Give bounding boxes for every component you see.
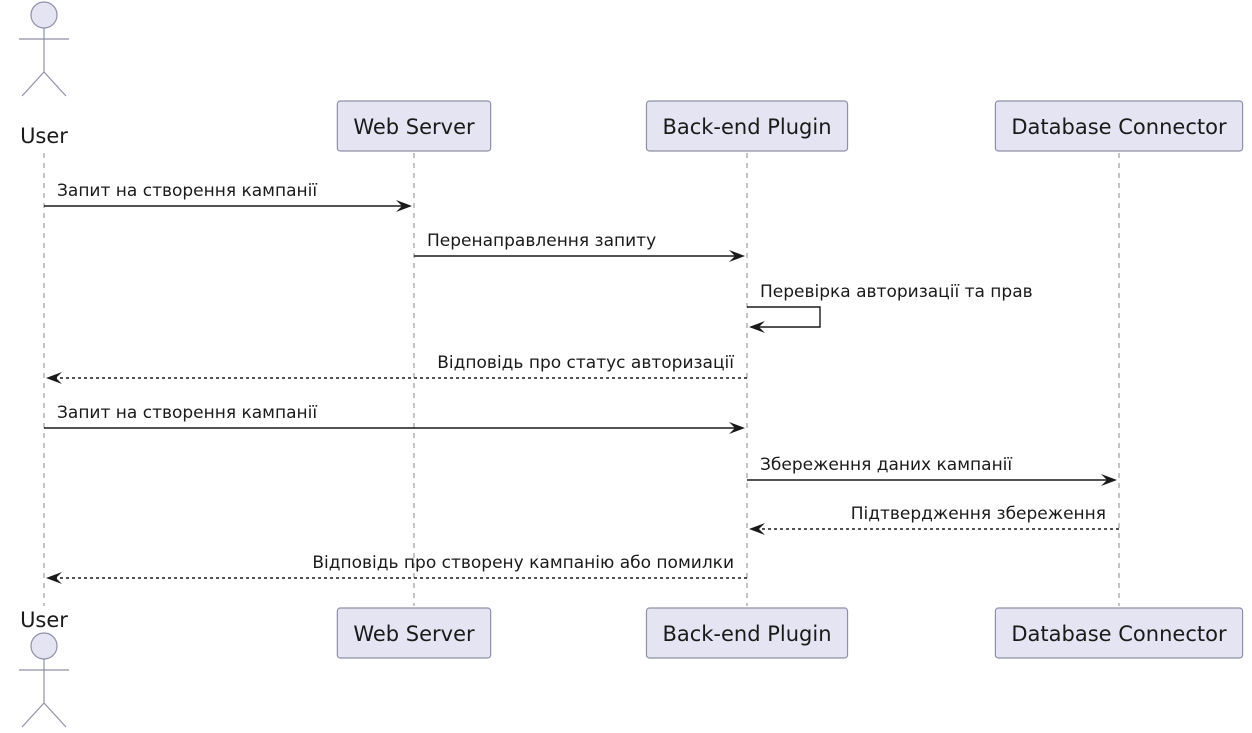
message-8: Відповідь про створену кампанію або поми… bbox=[46, 553, 747, 584]
message-label: Збереження даних кампанії bbox=[760, 455, 1012, 475]
participant-box bbox=[994, 607, 1244, 659]
participant-label: Database Connector bbox=[1011, 622, 1227, 646]
participant-box bbox=[336, 100, 492, 152]
message-3: Перевірка авторизації та прав bbox=[747, 282, 1033, 333]
participant-web-server-bottom: Web Server bbox=[336, 607, 492, 659]
message-6: Збереження даних кампанії bbox=[747, 455, 1117, 486]
message-label: Запит на створення кампанії bbox=[57, 403, 317, 423]
arrow-head-icon bbox=[396, 200, 412, 212]
participant-box bbox=[645, 607, 849, 659]
participant-box bbox=[336, 607, 492, 659]
message-2: Перенаправлення запиту bbox=[414, 231, 745, 262]
message-label: Відповідь про статус авторизації bbox=[437, 353, 734, 373]
participant-database-connector-top: Database Connector bbox=[994, 100, 1244, 152]
actor-head-icon bbox=[30, 632, 58, 660]
message-5: Запит на створення кампанії bbox=[44, 403, 745, 434]
participant-label: Back-end Plugin bbox=[662, 115, 831, 139]
arrow-head-icon bbox=[749, 523, 765, 535]
lifelines bbox=[43, 153, 1120, 606]
arrow-head-icon bbox=[749, 321, 765, 333]
actor-user-top bbox=[19, 1, 69, 97]
message-label: Відповідь про створену кампанію або поми… bbox=[312, 553, 734, 573]
participant-database-connector-bottom: Database Connector bbox=[994, 607, 1244, 659]
arrow-head-icon bbox=[729, 250, 745, 262]
message-1: Запит на створення кампанії bbox=[44, 181, 412, 212]
actor-body-icon bbox=[19, 659, 69, 728]
arrow-head-icon bbox=[729, 422, 745, 434]
participant-back-end-plugin-top: Back-end Plugin bbox=[645, 100, 849, 152]
message-7: Підтвердження збереження bbox=[749, 504, 1119, 535]
actor-user-bottom bbox=[19, 632, 69, 728]
participant-label: Web Server bbox=[353, 622, 475, 646]
message-label: Запит на створення кампанії bbox=[57, 181, 317, 201]
participant-box bbox=[645, 100, 849, 152]
messages: Запит на створення кампаніїПеренаправлен… bbox=[44, 181, 1119, 584]
actor-head-icon bbox=[30, 1, 58, 29]
arrow-head-icon bbox=[1101, 474, 1117, 486]
participant-label: Database Connector bbox=[1011, 115, 1227, 139]
message-label: Перевірка авторизації та прав bbox=[760, 282, 1033, 302]
message-label: Перенаправлення запиту bbox=[427, 231, 656, 251]
actor-label-top: User bbox=[20, 124, 68, 148]
actor-body-icon bbox=[19, 28, 69, 97]
participant-box bbox=[994, 100, 1244, 152]
message-line bbox=[747, 306, 821, 328]
arrow-head-icon bbox=[46, 372, 62, 384]
arrow-head-icon bbox=[46, 572, 62, 584]
actor-label-bottom: User bbox=[20, 608, 68, 632]
participant-back-end-plugin-bottom: Back-end Plugin bbox=[645, 607, 849, 659]
participant-label: Web Server bbox=[353, 115, 475, 139]
participant-label: Back-end Plugin bbox=[662, 622, 831, 646]
message-4: Відповідь про статус авторизації bbox=[46, 353, 747, 384]
message-label: Підтвердження збереження bbox=[851, 504, 1106, 524]
participant-web-server-top: Web Server bbox=[336, 100, 492, 152]
